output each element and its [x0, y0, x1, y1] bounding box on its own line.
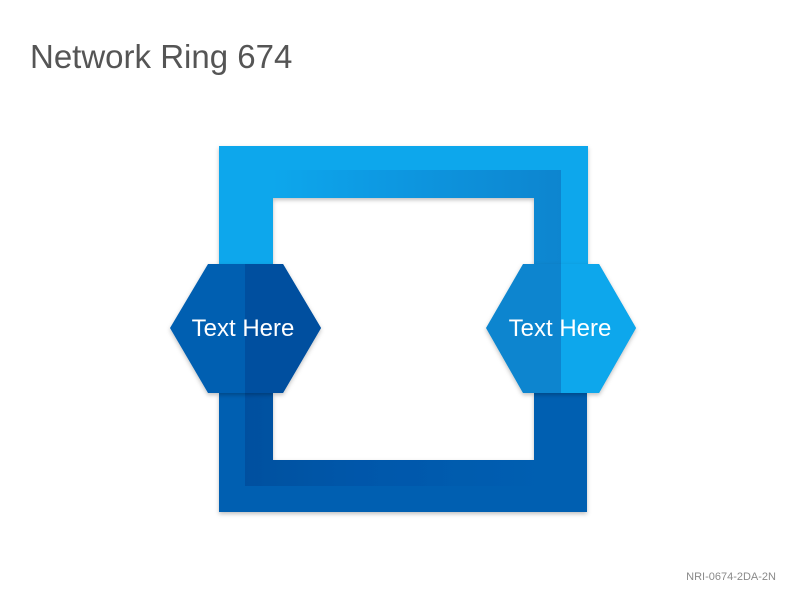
node-left-hexagon-shade — [245, 264, 321, 393]
ring-bottom-inner-fold — [245, 393, 534, 486]
node-left[interactable]: Text Here — [170, 264, 321, 393]
node-right[interactable]: Text Here — [486, 264, 636, 393]
ring-top-outer — [219, 146, 588, 266]
page-title: Network Ring 674 — [30, 38, 293, 75]
node-left-label: Text Here — [192, 315, 295, 342]
ring-bottom-arc — [219, 393, 587, 512]
ring-top-arc — [219, 146, 588, 266]
ring-top-inner-fold — [273, 170, 561, 266]
node-right-hexagon-highlight — [561, 264, 636, 393]
ring-bottom-outer — [219, 393, 587, 512]
slide-code: NRI-0674-2DA-2N — [686, 571, 776, 583]
node-right-label: Text Here — [509, 315, 612, 342]
